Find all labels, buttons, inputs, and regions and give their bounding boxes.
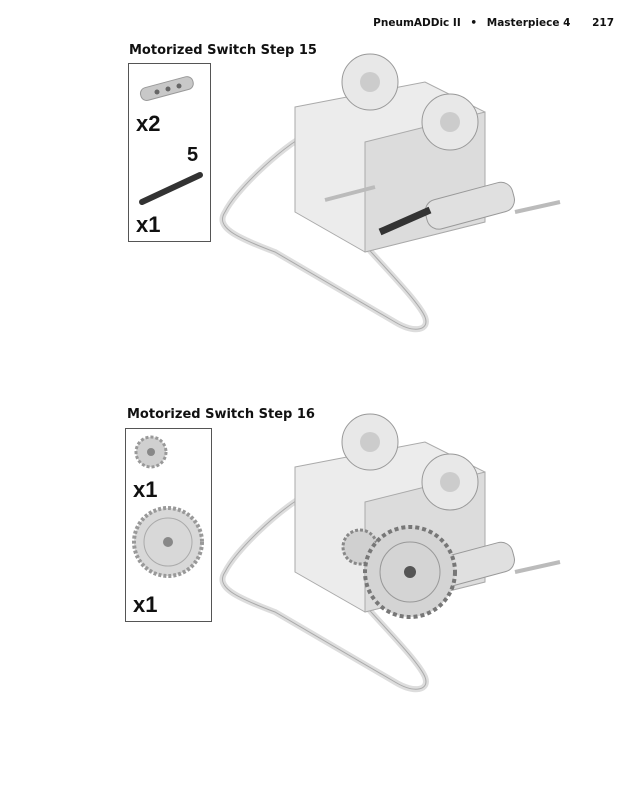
beam-part-image — [139, 76, 194, 101]
small-gear-part-image — [134, 435, 168, 469]
step-15-model-illustration — [219, 53, 561, 333]
axle-length: 5 — [187, 144, 199, 166]
book-title: PneumADDic II — [373, 17, 461, 29]
running-header: PneumADDic II • Masterpiece 4 217 — [367, 17, 614, 29]
part-qty: x1 — [133, 592, 158, 617]
step-16-title: Motorized Switch Step 16 — [127, 407, 315, 422]
chapter-title: Masterpiece 4 — [486, 17, 571, 29]
step-15-parts-box: x2 5 x1 — [128, 63, 211, 242]
part-qty: x1 — [133, 477, 158, 502]
step-16-model-illustration — [219, 413, 561, 693]
page-number: 217 — [592, 17, 614, 29]
step-16-parts-box: x1 x1 — [125, 428, 212, 622]
part-qty: x2 — [136, 111, 161, 136]
axle-part-image — [139, 172, 203, 205]
step-15-title: Motorized Switch Step 15 — [129, 43, 317, 58]
bullet: • — [470, 17, 478, 29]
large-gear-part-image — [132, 506, 204, 578]
part-qty: x1 — [136, 212, 161, 237]
